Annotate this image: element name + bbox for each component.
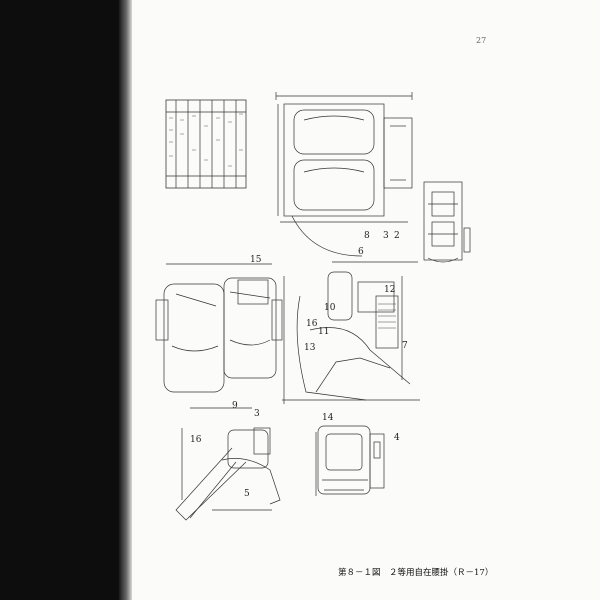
parts-table	[165, 99, 247, 189]
technical-drawing: 8 3 2 6 15 12 16 10 11 13 7 9 16 5 14 4 …	[155, 92, 471, 521]
label-4: 4	[394, 433, 400, 443]
label-10: 10	[324, 303, 336, 313]
label-16-lower: 16	[190, 435, 202, 445]
scanner-dark-edge	[0, 0, 128, 600]
label-13: 13	[304, 343, 316, 353]
book-spine-shadow	[118, 0, 132, 600]
label-12: 12	[384, 285, 395, 295]
small-detail-view	[423, 181, 471, 263]
side-view	[282, 261, 420, 404]
label-16: 16	[306, 319, 318, 329]
label-9: 9	[232, 401, 238, 411]
front-view	[155, 263, 283, 393]
lower-detail-view	[315, 425, 385, 496]
label-6: 6	[358, 247, 364, 257]
page-number: 27	[476, 36, 487, 45]
label-5: 5	[244, 489, 250, 499]
label-14: 14	[322, 413, 334, 423]
label-11: 11	[318, 327, 329, 337]
label-8: 8	[364, 231, 370, 241]
figure-caption: 第８－１図 ２等用自在腰掛（Ｒ－17）	[338, 568, 494, 578]
label-7: 7	[402, 341, 408, 351]
top-plan-view	[275, 92, 413, 257]
label-3: 3	[383, 231, 389, 241]
label-2: 2	[394, 231, 400, 241]
label-3-lower: 3	[254, 409, 260, 419]
recline-view	[175, 407, 281, 521]
label-15: 15	[250, 255, 262, 265]
